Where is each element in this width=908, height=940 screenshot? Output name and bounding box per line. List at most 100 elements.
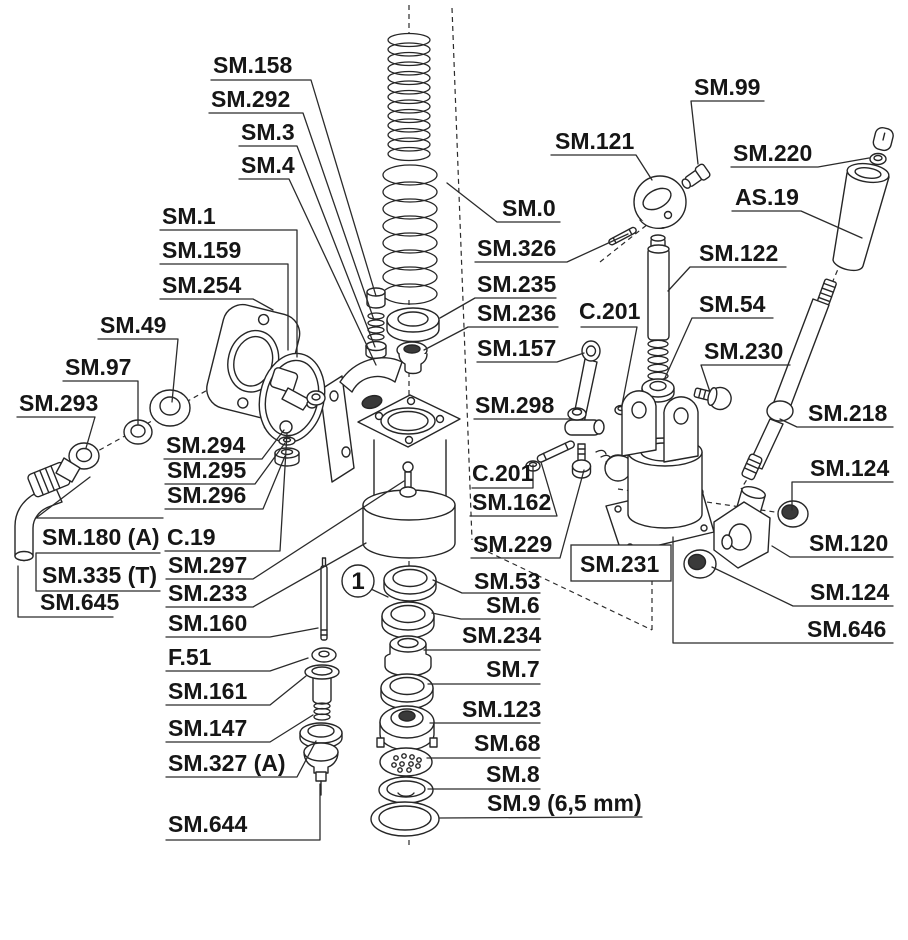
boxed-label-sm231 xyxy=(570,544,672,582)
part-label-SM.220: SM.220 xyxy=(733,140,812,166)
part-label-SM.327(A): SM.327 (A) xyxy=(168,750,286,776)
part-label-SM.124: SM.124 xyxy=(810,455,889,481)
part-label-SM.180(A): SM.180 (A) xyxy=(42,524,160,550)
part-label-SM.6: SM.6 xyxy=(486,592,540,618)
part-label-SM.230: SM.230 xyxy=(704,338,783,364)
leader-line-SM.120 xyxy=(771,545,894,558)
part-label-SM.99: SM.99 xyxy=(694,74,760,100)
part-label-SM.4: SM.4 xyxy=(241,152,295,178)
leader-line-F.51 xyxy=(165,657,309,672)
washer-sm54 xyxy=(641,378,675,403)
part-label-SM.162: SM.162 xyxy=(472,489,551,515)
leader-line-SM.3 xyxy=(238,145,376,348)
leader-line-SM.122 xyxy=(667,266,787,292)
roller-cam-sm121 xyxy=(633,175,687,230)
leader-line-SM.645 xyxy=(17,565,114,618)
leader-line-SM.97 xyxy=(62,380,139,425)
leader-line-SM.293 xyxy=(16,416,96,449)
gasket-sm9 xyxy=(370,801,440,837)
part-label-SM.161: SM.161 xyxy=(168,678,247,704)
leader-line-SM.53 xyxy=(432,579,541,594)
part-label-SM.0: SM.0 xyxy=(502,195,556,221)
leader-line-SM.327(A) xyxy=(165,740,317,778)
part-label-SM.218: SM.218 xyxy=(808,400,887,426)
lever-fork-sm120 xyxy=(713,485,771,569)
part-label-SM.121: SM.121 xyxy=(555,128,634,154)
part-label-SM.147: SM.147 xyxy=(168,715,247,741)
part-label-C.201: C.201 xyxy=(472,460,534,486)
valve-rod-sm160 xyxy=(320,557,328,641)
leader-line-SM.235 xyxy=(439,297,557,319)
piston-rod-sm122 xyxy=(647,234,670,341)
leader-line-SM.230 xyxy=(700,364,791,393)
spring-seat-washer xyxy=(386,307,440,343)
part-label-SM.53: SM.53 xyxy=(474,568,540,594)
leader-line-SM.644 xyxy=(165,783,321,841)
part-label-SM.644: SM.644 xyxy=(168,811,247,837)
part-label-SM.159: SM.159 xyxy=(162,237,241,263)
part-label-SM.1: SM.1 xyxy=(162,203,216,229)
part-label-SM.234: SM.234 xyxy=(462,622,541,648)
diaphragm-disc xyxy=(258,352,326,444)
leader-line-SM.159 xyxy=(159,263,289,351)
part-label-SM.298: SM.298 xyxy=(475,392,554,418)
shower-disc-sm68 xyxy=(379,747,433,777)
leader-line-SM.335(T) xyxy=(35,552,161,592)
leader-line-SM.49 xyxy=(97,338,179,403)
part-label-SM.120: SM.120 xyxy=(809,530,888,556)
part-label-SM.254: SM.254 xyxy=(162,272,241,298)
leader-line-C.201 xyxy=(471,464,534,489)
part-label-SM.122: SM.122 xyxy=(699,240,778,266)
leader-line-SM.233 xyxy=(165,542,367,608)
leader-line-SM.0 xyxy=(446,182,561,223)
part-label-SM.97: SM.97 xyxy=(65,354,131,380)
part-label-SM.335(T): SM.335 (T) xyxy=(42,562,157,588)
leader-line-SM.229 xyxy=(470,469,585,559)
leader-line-SM.294 xyxy=(163,429,285,460)
washer-f51 xyxy=(311,647,337,663)
leader-line-SM.254 xyxy=(159,298,274,311)
screw-sm230 xyxy=(693,386,732,411)
leader-line-SM.158 xyxy=(210,79,377,297)
part-label-SM.157: SM.157 xyxy=(477,335,556,361)
leader-line-SM.124 xyxy=(711,566,894,607)
leader-line-SM.1 xyxy=(159,229,298,358)
bearing-sm124-upper xyxy=(777,500,809,528)
screw-sm229 xyxy=(571,443,592,479)
leader-line-SM.326 xyxy=(474,233,629,263)
part-label-SM.235: SM.235 xyxy=(477,271,556,297)
callout-number: 1 xyxy=(351,568,364,595)
leader-line-SM.147 xyxy=(165,714,314,743)
leader-line-SM.6 xyxy=(431,612,541,620)
part-label-SM.158: SM.158 xyxy=(213,52,292,78)
part-label-SM.54: SM.54 xyxy=(699,291,766,317)
leader-line-AS.19 xyxy=(731,210,863,239)
leader-line-SM.4 xyxy=(238,178,377,366)
tiny-spring-sm147 xyxy=(313,702,331,721)
group-body xyxy=(319,357,461,559)
part-label-SM.233: SM.233 xyxy=(168,580,247,606)
parts-layer xyxy=(14,32,894,837)
piston-sm123 xyxy=(376,705,438,751)
leader-lines xyxy=(16,79,894,841)
part-label-SM.293: SM.293 xyxy=(19,390,98,416)
main-spring xyxy=(382,164,438,305)
elbow-pipe xyxy=(14,457,81,562)
leader-line-SM.180(A) xyxy=(35,476,164,519)
part-label-SM.124: SM.124 xyxy=(810,579,889,605)
leader-line-SM.295 xyxy=(164,442,286,485)
part-labels: SM.158SM.292SM.3SM.4SM.1SM.159SM.254SM.4… xyxy=(19,52,889,837)
leader-line-SM.220 xyxy=(730,157,870,168)
valve-bush-sm161 xyxy=(304,664,340,705)
leader-line-SM.236 xyxy=(423,326,559,351)
screw-sm99 xyxy=(681,163,711,189)
gland-screw xyxy=(366,287,386,309)
ring-nut xyxy=(149,389,191,427)
leader-line-SM.646 xyxy=(672,536,894,644)
mushroom-valve-sm644 xyxy=(303,742,339,796)
part-label-SM.160: SM.160 xyxy=(168,610,247,636)
leader-line-SM.121 xyxy=(550,154,653,181)
release-lever xyxy=(564,340,605,436)
